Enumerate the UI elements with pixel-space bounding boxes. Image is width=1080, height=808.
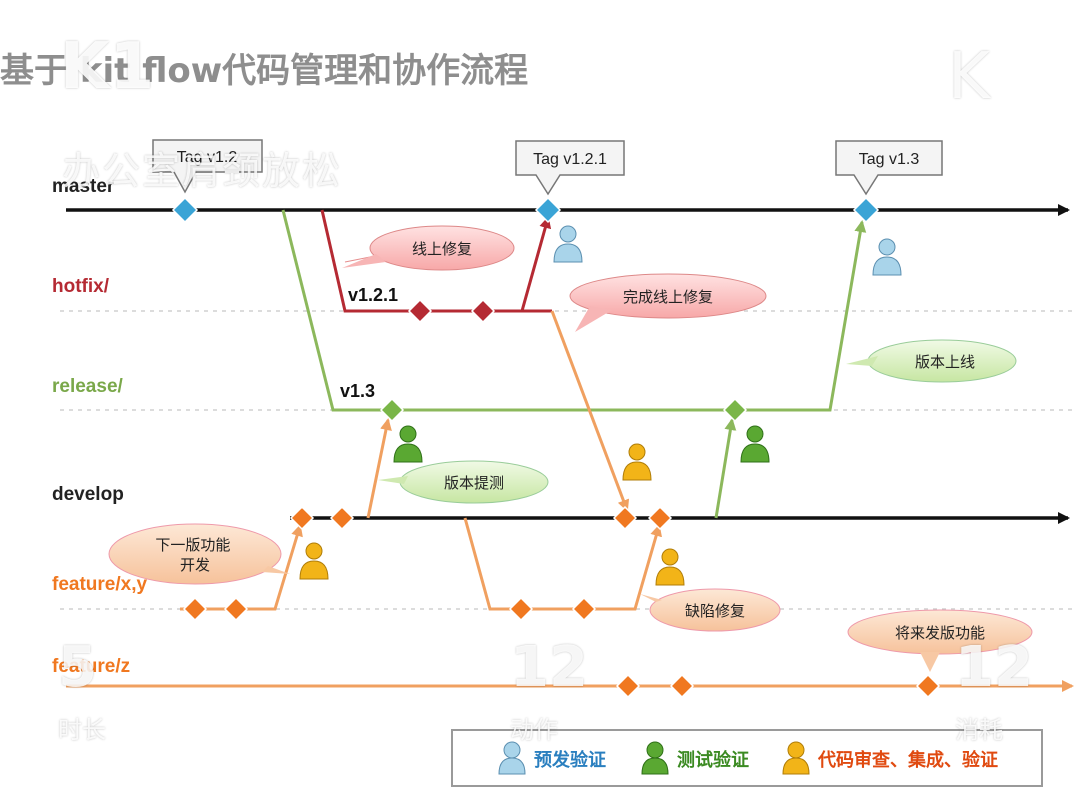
release-commits (379, 397, 748, 423)
person-icon (299, 225, 902, 586)
stat-duration: 5 时长 (58, 640, 106, 745)
callout-next-feature: 下一版功能 开发 (108, 523, 290, 585)
branch-label-release: release/ (52, 376, 124, 397)
stat-calories-label: 消耗 (955, 716, 1003, 744)
branch-label-feature-z: feature/z (52, 656, 130, 677)
stat-calories: 12 消耗 (955, 640, 1033, 745)
branch-label-feature-xy: feature/x,y (52, 574, 147, 595)
diagram-title: 基于 kit flow代码管理和协作流程 (0, 51, 528, 91)
svg-text:下一版功能 开发: 下一版功能 开发 (155, 537, 234, 574)
svg-text:预发验证: 预发验证 (534, 749, 606, 770)
master-commits (171, 196, 880, 224)
svg-text:线上修复: 线上修复 (412, 240, 472, 258)
branch-label-master: master (52, 176, 115, 197)
hotfix-commits (407, 298, 496, 324)
hotfix-merge-master (520, 216, 552, 312)
tag-v13: Tag v1.3 (835, 140, 943, 196)
tag-v121: Tag v1.2.1 (515, 140, 625, 196)
branch-label-hotfix: hotfix/ (52, 276, 110, 297)
stat-moves-label: 动作 (510, 716, 558, 744)
legend-item-preverify: 预发验证 (498, 741, 606, 775)
svg-text:Tag v1.2.1: Tag v1.2.1 (533, 151, 607, 168)
stat-moves-value: 12 (510, 635, 588, 700)
legend: 预发验证 测试验证 代码审查、集成、验证 (451, 729, 1043, 787)
branch-label-develop: develop (52, 484, 124, 505)
callout-future: 将来发版功能 (847, 609, 1033, 672)
legend-item-codereview: 代码审查、集成、验证 (782, 741, 998, 775)
svg-text:代码审查、集成、验证: 代码审查、集成、验证 (817, 749, 998, 770)
legend-item-testverify: 测试验证 (641, 741, 749, 775)
stat-duration-value: 5 (58, 635, 97, 700)
release-path (281, 209, 867, 412)
feature-commits (182, 505, 941, 699)
callout-bugfix: 缺陷修复 (640, 588, 781, 632)
brand-logo-left: K1 (60, 30, 155, 104)
commit-master-v13 (852, 196, 880, 224)
callout-next-feature-line1: 下一版功能 (155, 537, 230, 554)
stat-moves: 12 动作 (510, 640, 588, 745)
version-label-release: v1.3 (340, 381, 375, 401)
commit-master-v12 (171, 196, 199, 224)
callout-test: 版本提测 (378, 460, 549, 504)
svg-text:缺陷修复: 缺陷修复 (685, 602, 745, 620)
overlay-title: 办公室肩颈放松 (62, 149, 343, 193)
callout-hotfix-done: 完成线上修复 (569, 273, 767, 332)
version-label-hotfix: v1.2.1 (348, 285, 398, 305)
commit-master-v121 (534, 196, 562, 224)
callout-hotfix: 线上修复 (342, 225, 515, 271)
svg-text:版本提测: 版本提测 (444, 475, 504, 492)
callout-release: 版本上线 (846, 339, 1017, 383)
svg-text:将来发版功能: 将来发版功能 (895, 625, 985, 642)
svg-text:版本上线: 版本上线 (915, 354, 975, 371)
svg-text:测试验证: 测试验证 (677, 749, 749, 770)
stat-calories-value: 12 (955, 635, 1033, 700)
svg-text:Tag v1.2: Tag v1.2 (177, 149, 238, 166)
stat-duration-label: 时长 (58, 716, 106, 744)
callout-next-feature-line2: 开发 (180, 557, 210, 574)
tag-v12: Tag v1.2 (152, 139, 263, 194)
brand-logo-right: K (948, 40, 990, 114)
svg-text:Tag v1.3: Tag v1.3 (859, 151, 920, 168)
svg-text:完成线上修复: 完成线上修复 (623, 288, 713, 306)
feature-connectors (66, 310, 1074, 692)
